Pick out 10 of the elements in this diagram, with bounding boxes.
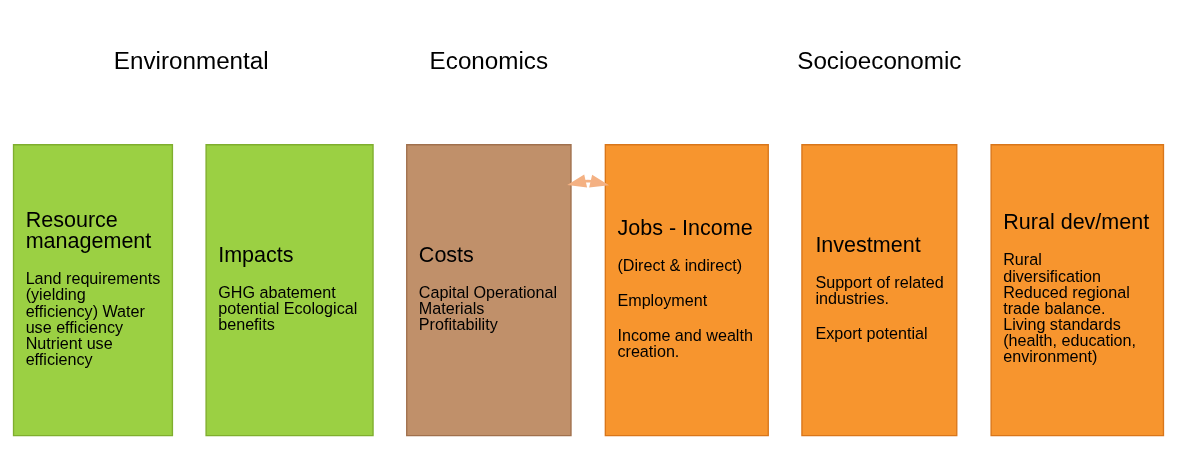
node-box: Rural dev/ment Rural diversification Reduced regional trade balance. Living standards (health, education, environment) bbox=[990, 144, 1165, 437]
label: Economics bbox=[429, 46, 549, 74]
label: Environmental bbox=[113, 46, 269, 74]
node-box: Costs Capital Operational Materials Profitability bbox=[406, 144, 572, 437]
node-box: Investment Support of related industries. Export potential bbox=[801, 144, 958, 437]
node-box: Jobs - Income (Direct & indirect) Employment Income and wealth creation. bbox=[604, 144, 769, 437]
node-box: Resource management Land requirements (yielding efficiency) Water use efficiency Nutrient use efficiency bbox=[12, 144, 174, 437]
label: Socioeconomic bbox=[797, 46, 962, 74]
node-box: Impacts GHG abatement potential Ecological benefits bbox=[205, 144, 374, 437]
arrow bbox=[567, 174, 610, 188]
